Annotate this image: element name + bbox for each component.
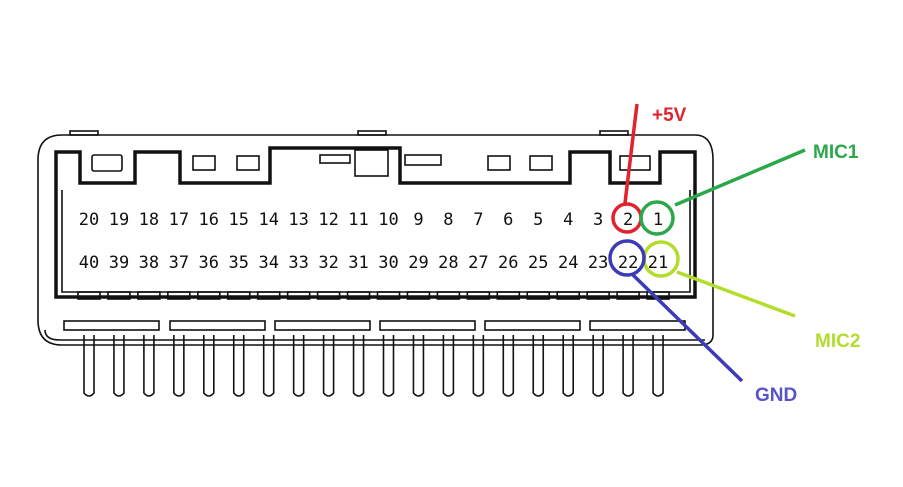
pin-number-12: 12: [318, 210, 338, 230]
pin-leg: [562, 335, 574, 397]
pin-number-27: 27: [468, 253, 488, 273]
pin-leg: [502, 335, 515, 397]
terminal-tab: [316, 291, 341, 300]
pin-leg: [412, 335, 425, 397]
pin-number-4: 4: [563, 210, 573, 230]
pin-number-2: 2: [623, 210, 633, 230]
terminal-tab: [376, 291, 401, 300]
pin-leg: [532, 335, 545, 397]
terminal-tab: [466, 291, 491, 300]
pin-number-28: 28: [438, 253, 458, 273]
pin-leg: [592, 335, 604, 397]
pin-number-33: 33: [288, 253, 308, 273]
pin-number-39: 39: [109, 253, 129, 273]
pin-leg: [352, 335, 365, 397]
terminal-tab: [167, 291, 191, 300]
pin-number-1: 1: [653, 210, 663, 230]
latch-tabs: [77, 291, 670, 300]
pin-number-6: 6: [503, 210, 513, 230]
terminal-tab: [586, 291, 610, 300]
pin-leg: [472, 335, 485, 397]
pin-number-8: 8: [443, 210, 453, 230]
terminal-tab: [436, 291, 461, 300]
pin-number-21: 21: [648, 253, 668, 273]
connector-housing: [37, 130, 714, 346]
pin-leg: [262, 335, 275, 397]
terminal-tab: [556, 291, 581, 300]
pin-leg: [442, 335, 455, 397]
plus5v-leader-line: [623, 103, 639, 204]
pin-number-18: 18: [139, 210, 159, 230]
pin-leg: [203, 335, 215, 397]
terminal-bars: [63, 320, 686, 331]
pin-number-5: 5: [533, 210, 543, 230]
pin-number-20: 20: [79, 210, 99, 230]
terminal-tab: [406, 291, 431, 300]
pin-number-14: 14: [258, 210, 278, 230]
mic1-label: MIC1: [813, 142, 859, 163]
pin-leg: [292, 335, 305, 397]
pin-number-36: 36: [199, 253, 219, 273]
pin-number-24: 24: [558, 253, 578, 273]
pin-number-13: 13: [288, 210, 308, 230]
pin-leg: [83, 335, 95, 397]
terminal-tab: [197, 291, 221, 300]
mic2-label: MIC2: [815, 331, 860, 352]
pin-number-29: 29: [408, 253, 428, 273]
pin-number-3: 3: [593, 210, 603, 230]
pin-leg: [113, 335, 125, 397]
pin-number-17: 17: [169, 210, 189, 230]
pin-number-35: 35: [229, 253, 249, 273]
gnd-label: GND: [755, 385, 797, 406]
pin-number-26: 26: [498, 253, 518, 273]
gnd-leader-line: [630, 272, 744, 383]
pin-leg: [232, 335, 245, 397]
pin-number-11: 11: [348, 210, 368, 230]
pin-number-7: 7: [473, 210, 483, 230]
pin-number-31: 31: [348, 253, 368, 273]
pin22-highlight-circle: [608, 239, 646, 277]
pin-number-40: 40: [79, 253, 99, 273]
pin-number-37: 37: [169, 253, 189, 273]
pin-number-10: 10: [378, 210, 398, 230]
pin-number-25: 25: [528, 253, 548, 273]
pin-leg: [143, 335, 155, 397]
plus5v-label: +5V: [652, 105, 687, 126]
terminal-tab: [256, 291, 281, 300]
terminal-tab: [616, 291, 640, 300]
pin-number-9: 9: [413, 210, 423, 230]
terminal-tab: [286, 291, 311, 300]
terminal-tab: [107, 291, 131, 300]
terminal-tab: [346, 291, 371, 300]
terminal-tab: [137, 291, 161, 300]
pin-number-23: 23: [588, 253, 608, 273]
pin-number-15: 15: [229, 210, 249, 230]
mic2-leader-line: [676, 270, 796, 318]
terminal-tab: [77, 291, 101, 300]
pin-leg: [173, 335, 185, 397]
pin-number-30: 30: [378, 253, 398, 273]
pin-leg: [652, 335, 664, 397]
mic1-leader-line: [674, 148, 806, 207]
pin-number-34: 34: [258, 253, 278, 273]
pin-leg: [322, 335, 335, 397]
terminal-tab: [526, 291, 551, 300]
pin-leg: [382, 335, 395, 397]
pin-number-32: 32: [318, 253, 338, 273]
annotation-mic2: MIC2: [642, 240, 860, 352]
pin-leg: [622, 335, 634, 397]
annotation-gnd: GND: [608, 239, 797, 406]
pin-number-38: 38: [139, 253, 159, 273]
annotation-plus5v: +5V: [611, 103, 687, 234]
terminal-tab: [226, 291, 251, 300]
pin-number-16: 16: [199, 210, 219, 230]
pin-number-19: 19: [109, 210, 129, 230]
annotation-mic1: MIC1: [639, 142, 859, 236]
pin-legs: [83, 335, 664, 397]
pin1-highlight-circle: [639, 200, 675, 236]
terminal-tab: [496, 291, 521, 300]
pin-number-22: 22: [618, 253, 638, 273]
